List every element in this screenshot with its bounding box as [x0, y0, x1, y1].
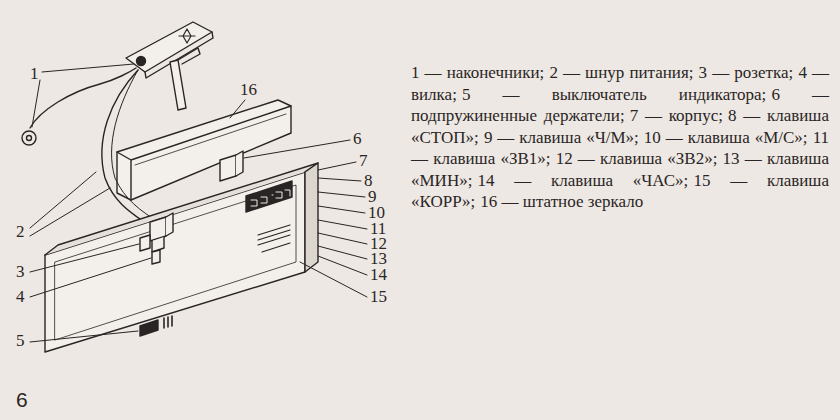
callout-number: 7 [359, 151, 368, 171]
legend-item: 3 — розетка; [699, 63, 794, 82]
callout-number: 3 [16, 262, 25, 282]
callout-number: 16 [240, 80, 257, 100]
drawing-stroke [318, 220, 367, 229]
mount-plate [126, 22, 213, 78]
parts-legend: 1 — наконечники; 2 — шнур питания; 3 — роз… [411, 62, 829, 213]
drawing-stroke [164, 316, 172, 328]
drawing-stroke [27, 136, 32, 141]
drawing-stroke [318, 206, 365, 213]
callout-number: 2 [16, 222, 25, 242]
drawing-stroke [112, 70, 158, 222]
mirror-stem [170, 48, 200, 110]
drawing-stroke [30, 68, 136, 128]
drawing-stroke [137, 57, 146, 66]
drawing-stroke [318, 192, 365, 197]
drawing-stroke [318, 246, 367, 259]
legend-item: 5 — выключатель индикатора; [462, 85, 766, 104]
callout-number: 6 [353, 129, 362, 149]
drawing-stroke [178, 48, 200, 64]
callout-number: 4 [16, 287, 25, 307]
drawing-stroke [318, 233, 367, 244]
drawing-stroke [318, 178, 361, 181]
spring-holder [150, 151, 243, 252]
legend-item: 16 — штатное зеркало [480, 192, 643, 211]
indicator-switch [140, 316, 172, 336]
drawing-stroke [140, 320, 158, 336]
drawing-stroke [152, 250, 160, 264]
legend-item: 2 — шнур питания; [549, 63, 693, 82]
drawing-stroke [55, 185, 296, 340]
legend-item: 10 — клавиша «М/С»; [644, 128, 808, 147]
legend-item: 7 — корпус; [630, 106, 723, 125]
legend-item: 1 — наконечники; [411, 63, 544, 82]
drawing-stroke [30, 244, 139, 272]
drawing-stroke [45, 163, 318, 255]
drawing-stroke [30, 172, 110, 236]
drawing-stroke [305, 163, 318, 272]
drawing-stroke [230, 100, 245, 118]
keys [258, 225, 290, 252]
drawing-stroke [166, 213, 173, 236]
drawing-stroke [22, 131, 36, 145]
drawing-stroke [236, 151, 243, 176]
page-number: 6 [16, 388, 28, 412]
drawing-stroke [244, 140, 350, 158]
drawing-stroke [300, 262, 367, 297]
drawing-stroke [318, 256, 367, 275]
drawing-stroke [135, 114, 286, 165]
drawing-stroke [32, 64, 134, 127]
legend-item: 9 — клавиша «Ч/М»; [484, 128, 639, 147]
callout-number: 5 [16, 331, 25, 351]
drawing-stroke [246, 181, 292, 212]
drawing-stroke [30, 258, 151, 297]
plug-socket [140, 235, 160, 264]
callout-number: 14 [370, 265, 387, 285]
drawing-stroke [220, 155, 236, 181]
drawing-stroke [258, 225, 290, 252]
drawing-stroke [170, 60, 186, 110]
callout-number: 1 [30, 64, 39, 84]
leader-lines [30, 64, 367, 342]
legend-item: 12 — клавиша «ЗВ2»; [556, 149, 718, 168]
drawing-stroke [318, 162, 356, 170]
power-cord [22, 68, 158, 226]
drawing-stroke [30, 331, 138, 342]
drawing-stroke [179, 29, 195, 43]
callout-number: 15 [370, 287, 387, 307]
drawing-stroke [45, 172, 305, 352]
drawing-stroke [152, 237, 164, 252]
legend-item: 14 — клавиша «ЧАС»; [478, 171, 689, 190]
drawing-stroke [251, 190, 290, 206]
drawing-stroke [140, 235, 150, 251]
time-display [246, 181, 292, 212]
